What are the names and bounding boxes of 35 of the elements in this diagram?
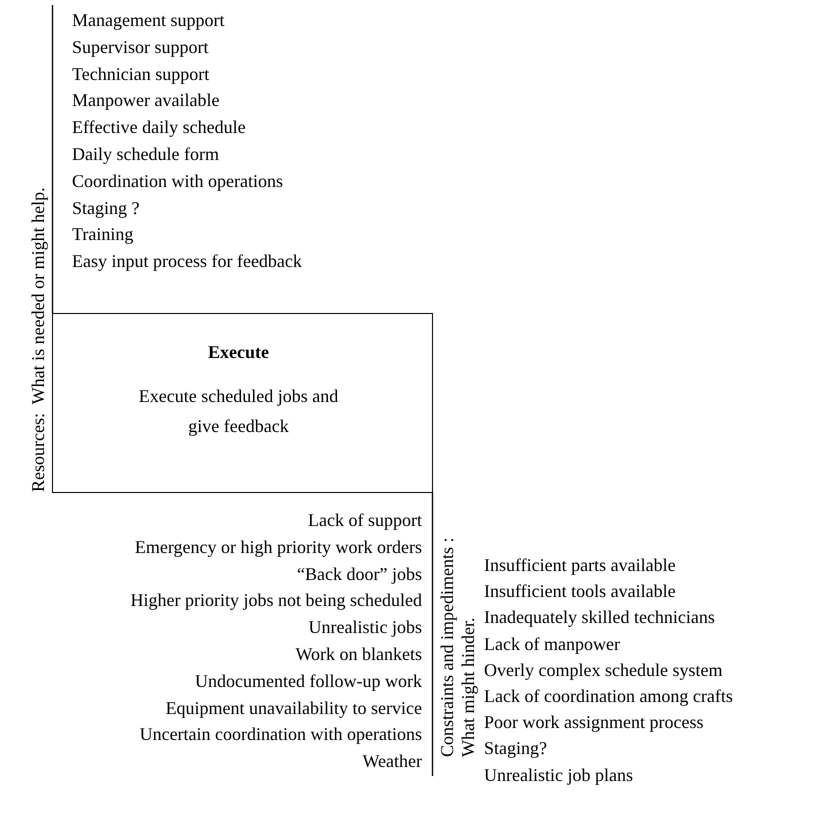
vertical-heading: Resources: What is needed or might help. — [27, 186, 49, 492]
list-item: Unrealistic jobs — [308, 616, 422, 640]
list-item: Work on blankets — [295, 642, 422, 666]
list-item: Easy input process for feedback — [72, 250, 302, 274]
process-box — [52, 313, 433, 493]
box-description: Execute scheduled jobs and give feedback — [138, 385, 338, 438]
list-item: Technician support — [72, 62, 210, 86]
list-item: Emergency or high priority work orders — [134, 536, 422, 559]
vertical-heading: What might hinder. — [458, 616, 479, 757]
list-item: Lack of coordination among crafts — [484, 685, 733, 708]
list-item: Unrealistic job plans — [484, 764, 634, 787]
list-item: Equipment unavailability to service — [166, 696, 422, 720]
list-item: Staging? — [484, 737, 548, 760]
list-item: Daily schedule form — [72, 142, 220, 166]
list-item: Weather — [362, 750, 422, 774]
list-item: Supervisor support — [72, 36, 210, 59]
vertical-heading: Constraints and impediments : — [437, 536, 458, 757]
list-item: Effective daily schedule — [72, 116, 247, 140]
list-item: Training — [72, 223, 134, 246]
list-item: Lack of support — [308, 509, 422, 532]
list-item: Staging ? — [72, 196, 140, 220]
box-title: Execute — [208, 341, 269, 364]
list-item: Inadequately skilled technicians — [484, 606, 716, 630]
list-item: “Back door” jobs — [297, 562, 422, 586]
list-item: Undocumented follow-up work — [195, 670, 422, 693]
list-item: Insufficient tools available — [484, 580, 677, 604]
list-item: Higher priority jobs not being scheduled — [130, 589, 422, 612]
list-item: Manpower available — [72, 89, 220, 112]
list-item: Uncertain coordination with operations — [140, 723, 422, 746]
list-item: Lack of manpower — [484, 632, 621, 656]
list-item: Coordination with operations — [72, 170, 284, 193]
list-item: Management support — [72, 9, 226, 32]
list-item: Insufficient parts available — [484, 554, 677, 577]
list-item: Poor work assignment process — [484, 711, 704, 734]
list-item: Overly complex schedule system — [484, 658, 724, 682]
